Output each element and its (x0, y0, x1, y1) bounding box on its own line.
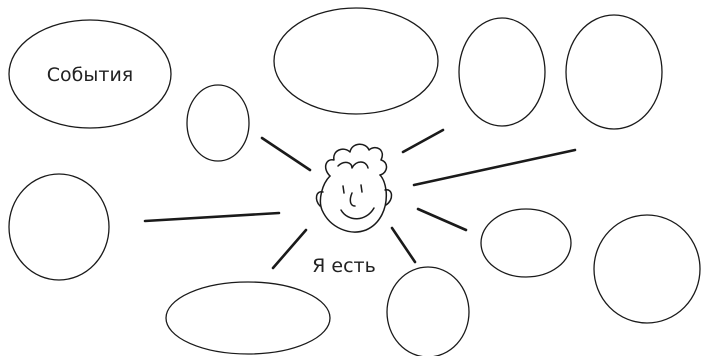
spoke-right-lower (418, 209, 466, 230)
spoke-left (145, 213, 279, 221)
spoke-right-long (414, 150, 575, 185)
bubble-b5 (566, 15, 662, 129)
spoke-upper-left (262, 138, 310, 170)
bubble-events: События (9, 20, 171, 128)
bubble-events-label: События (47, 64, 133, 86)
bubble-b8 (594, 215, 700, 323)
bubble-b4 (459, 18, 545, 126)
spoke-upper-right (403, 130, 443, 152)
spoke-lower-right (392, 228, 415, 262)
bubble-b6 (9, 174, 109, 280)
center-label: Я есть (312, 255, 376, 277)
smiling-face-icon (316, 144, 391, 232)
bubble-b10 (166, 282, 330, 354)
spoke-lower-left (273, 230, 306, 268)
bubble-b2 (187, 85, 249, 161)
bubble-b3 (274, 8, 438, 114)
bubble-b7 (481, 209, 571, 277)
bubble-b9 (387, 267, 469, 356)
